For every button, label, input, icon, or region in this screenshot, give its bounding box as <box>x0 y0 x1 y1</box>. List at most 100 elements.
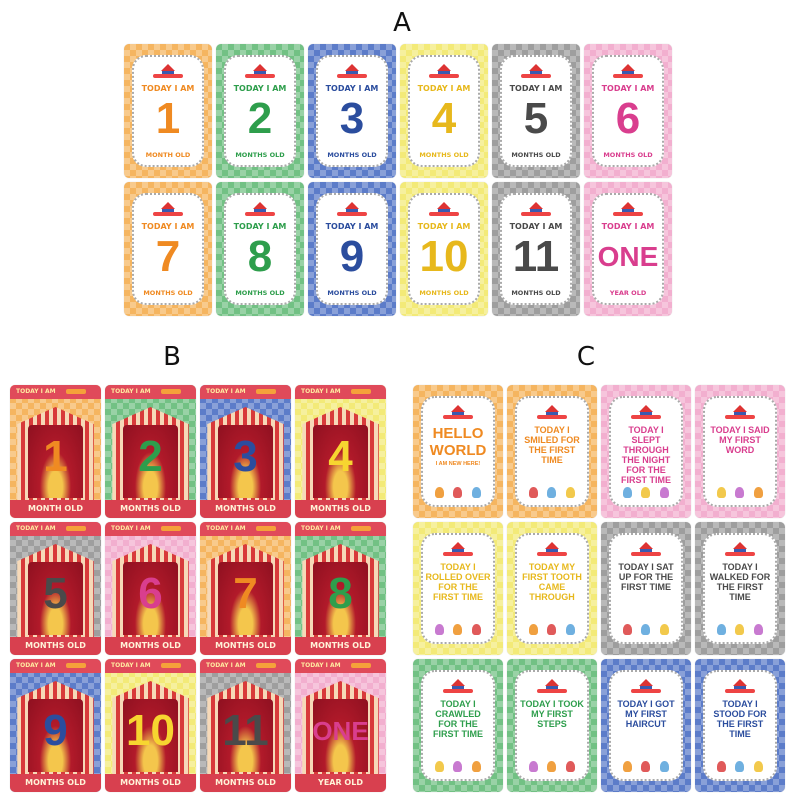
card-title: TODAY I AM <box>16 662 56 669</box>
card-footer: MONTHS OLD <box>419 151 469 160</box>
card-frame: TODAY I SLEPT THROUGH THE NIGHT FOR THE … <box>609 395 683 508</box>
tent-roof <box>545 541 559 549</box>
milestone-card: TODAY I CRAWLED FOR THE FIRST TIME <box>413 659 503 792</box>
tent-ribbon <box>245 211 275 216</box>
circus-stage <box>28 562 83 635</box>
circus-animal-icon <box>735 624 745 636</box>
card-frame: TODAY I WALKED FOR THE FIRST TIME <box>703 532 777 645</box>
card-number: 8 <box>247 231 273 281</box>
tent-ribbon <box>521 73 551 78</box>
circus-stage <box>218 699 273 772</box>
circus-tent-logo <box>537 678 567 693</box>
flag-icon <box>66 526 86 531</box>
card-number: ONE <box>597 240 659 272</box>
flag-icon <box>66 389 86 394</box>
card-number: 4 <box>328 432 353 481</box>
card-title: TODAY I AM <box>301 662 341 669</box>
card-frame: TODAY I SAID MY FIRST WORD <box>703 395 777 508</box>
tent-roof <box>545 678 559 686</box>
circus-tent-logo <box>153 201 183 216</box>
tent-roof <box>529 63 543 71</box>
card-number: 8 <box>328 569 353 618</box>
tent-base <box>546 411 558 416</box>
card-footer: MONTHS OLD <box>511 151 561 160</box>
card-frame: TODAY I SAT UP FOR THE FIRST TIME <box>609 532 683 645</box>
card-frame: TODAY I STOOD FOR THE FIRST TIME <box>703 669 777 782</box>
card-message: TODAY I STOOD FOR THE FIRST TIME <box>713 698 767 739</box>
card-number: 11 <box>512 231 560 281</box>
circus-animals-illustration <box>712 623 768 636</box>
card-title: TODAY I AM <box>601 83 655 93</box>
card-title: TODAY I AM <box>233 83 287 93</box>
circus-animals-illustration <box>430 623 486 636</box>
card-header-banner: TODAY I AM <box>295 659 386 673</box>
card-header-banner: TODAY I AM <box>295 385 386 399</box>
card-title: TODAY I AM <box>233 221 287 231</box>
card-footer: YEAR OLD <box>295 774 386 792</box>
circus-animals-illustration <box>524 486 580 499</box>
card-footer: MONTHS OLD <box>235 151 285 160</box>
circus-animal-icon <box>566 624 576 636</box>
card-title: TODAY I AM <box>141 83 195 93</box>
flag-icon <box>66 663 86 668</box>
tent-roof <box>529 201 543 209</box>
tent-roof <box>733 678 747 686</box>
circus-animals-illustration <box>618 486 674 499</box>
card-frame: TODAY I CRAWLED FOR THE FIRST TIME <box>421 669 495 782</box>
circus-stage <box>218 425 273 498</box>
card-footer: MONTHS OLD <box>200 774 291 792</box>
circus-animal-icon <box>566 761 576 773</box>
tent-roof <box>345 63 359 71</box>
tent-base <box>438 208 450 213</box>
tent-base <box>452 685 464 690</box>
circus-animal-icon <box>547 487 557 499</box>
card-footer: MONTH OLD <box>10 500 101 518</box>
card-title: TODAY I AM <box>417 83 471 93</box>
tent-base <box>530 208 542 213</box>
tent-ribbon <box>725 414 755 419</box>
circus-animals-illustration <box>430 760 486 773</box>
tent-roof <box>639 541 653 549</box>
tent-ribbon <box>537 688 567 693</box>
circus-tent-logo <box>613 63 643 78</box>
circus-animal-icon <box>547 624 557 636</box>
card-header-banner: TODAY I AM <box>200 522 291 536</box>
circus-tent-logo <box>521 63 551 78</box>
card-frame: TODAY I TOOK MY FIRST STEPS <box>515 669 589 782</box>
tent-roof <box>161 63 175 71</box>
card-header-banner: TODAY I AM <box>10 522 101 536</box>
tent-roof <box>437 63 451 71</box>
tent-base <box>546 548 558 553</box>
tent-base <box>162 70 174 75</box>
tent-base <box>734 685 746 690</box>
card-number: ONE <box>312 716 369 746</box>
card-footer: MONTHS OLD <box>235 289 285 298</box>
tent-roof <box>621 201 635 209</box>
circus-animal-icon <box>754 761 764 773</box>
flag-icon <box>161 389 181 394</box>
circus-animal-icon <box>622 487 632 499</box>
card-footer: MONTHS OLD <box>10 637 101 655</box>
circus-animal-icon <box>472 487 482 499</box>
card-title: TODAY I AM <box>325 83 379 93</box>
card-title: TODAY I AM <box>601 221 655 231</box>
tent-roof <box>639 404 653 412</box>
circus-animals-illustration <box>712 760 768 773</box>
card-footer: MONTHS OLD <box>200 500 291 518</box>
card-footer: MONTHS OLD <box>105 637 196 655</box>
milestone-card: TODAY I SLEPT THROUGH THE NIGHT FOR THE … <box>601 385 691 518</box>
tent-base <box>622 208 634 213</box>
circus-stage <box>28 425 83 498</box>
circus-stage <box>218 562 273 635</box>
circus-animal-icon <box>528 487 538 499</box>
